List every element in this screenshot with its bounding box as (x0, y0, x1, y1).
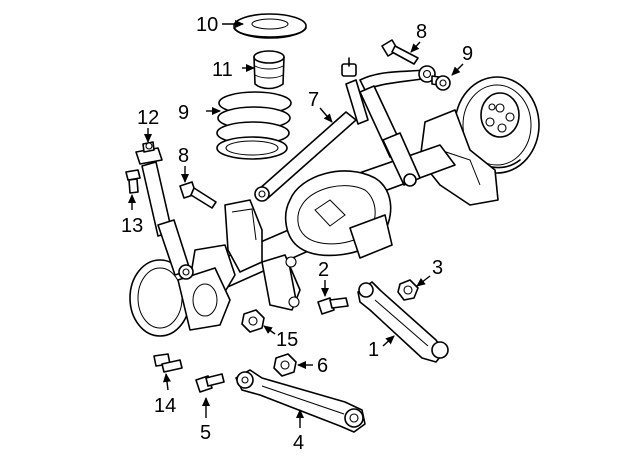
bolt-lower (179, 181, 217, 209)
nut-3 (397, 279, 419, 301)
callout-6: 6 (317, 355, 328, 377)
callout-7: 7 (308, 89, 319, 111)
left-brake-drum (129, 259, 231, 337)
nut-6 (273, 353, 297, 377)
callout-1: 1 (368, 339, 379, 361)
callout-8-lower: 8 (178, 145, 189, 167)
shock-upper-mount (135, 141, 163, 165)
stabilizer-bar (254, 57, 436, 202)
callout-3: 3 (432, 257, 443, 279)
axle-assembly (129, 76, 540, 337)
callout-4: 4 (293, 432, 304, 454)
callout-10: 9 (178, 102, 189, 124)
callout-8-upper: 8 (416, 21, 427, 43)
nut-16 (241, 309, 265, 333)
callout-12: 11 (212, 59, 233, 81)
bolt-upper (381, 39, 419, 65)
leader-lines (128, 20, 464, 428)
nut-9 (435, 75, 451, 91)
bolt-15 (153, 353, 183, 373)
coil-spring (216, 91, 292, 160)
callout-5: 5 (200, 422, 211, 444)
bolt-2 (317, 297, 349, 315)
shock-bolt (125, 169, 141, 194)
differential-housing (284, 170, 393, 259)
callout-11: 10 (196, 14, 218, 36)
spring-upper-isolator (233, 13, 307, 39)
callout-13: 12 (137, 107, 159, 129)
right-shock-absorber (359, 85, 421, 187)
callout-2: 2 (318, 259, 329, 281)
callout-16: 15 (276, 329, 298, 351)
jounce-bumper (253, 50, 285, 90)
callout-labels: 10 11 9 8 9 7 12 8 13 2 3 1 15 6 4 14 5 (121, 14, 473, 454)
callout-14: 13 (121, 215, 143, 237)
callout-9: 9 (462, 43, 473, 65)
left-shock-absorber (141, 161, 194, 280)
upper-control-arm (357, 281, 449, 363)
lower-control-arm (235, 369, 366, 433)
bolt-5 (195, 373, 225, 393)
callout-15: 14 (154, 395, 176, 417)
